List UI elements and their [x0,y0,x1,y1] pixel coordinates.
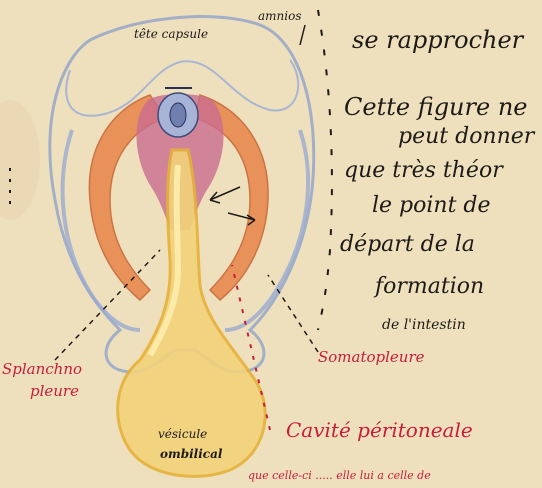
note-line-5: départ de la [340,234,475,256]
note-line-1: Cette figure ne [344,95,527,119]
label-somatopleure: Somatopleure [318,350,425,365]
note-line-2: peut donner [398,126,534,148]
label-top-capsule: tête capsule [134,28,208,40]
label-vesicule-line-2: ombilical [160,448,222,460]
label-splanchno-line-2: pleure [30,384,79,399]
notochord [170,103,186,127]
note-line-6: formation [375,276,484,298]
note-line-3: que très théor [344,160,503,182]
note-line-7: de l'intestin [382,318,466,332]
bottom-note: que celle-ci ..... elle lui a celle de [248,470,431,481]
note-line-4: le point de [372,195,491,217]
label-vesicule-line-1: vésicule [158,428,207,440]
note-top: se rapprocher [352,28,523,52]
label-amnios: amnios [258,10,301,22]
label-splanchno-line-1: Splanchno [2,362,82,377]
label-cavite: Cavité péritoneale [286,420,473,440]
